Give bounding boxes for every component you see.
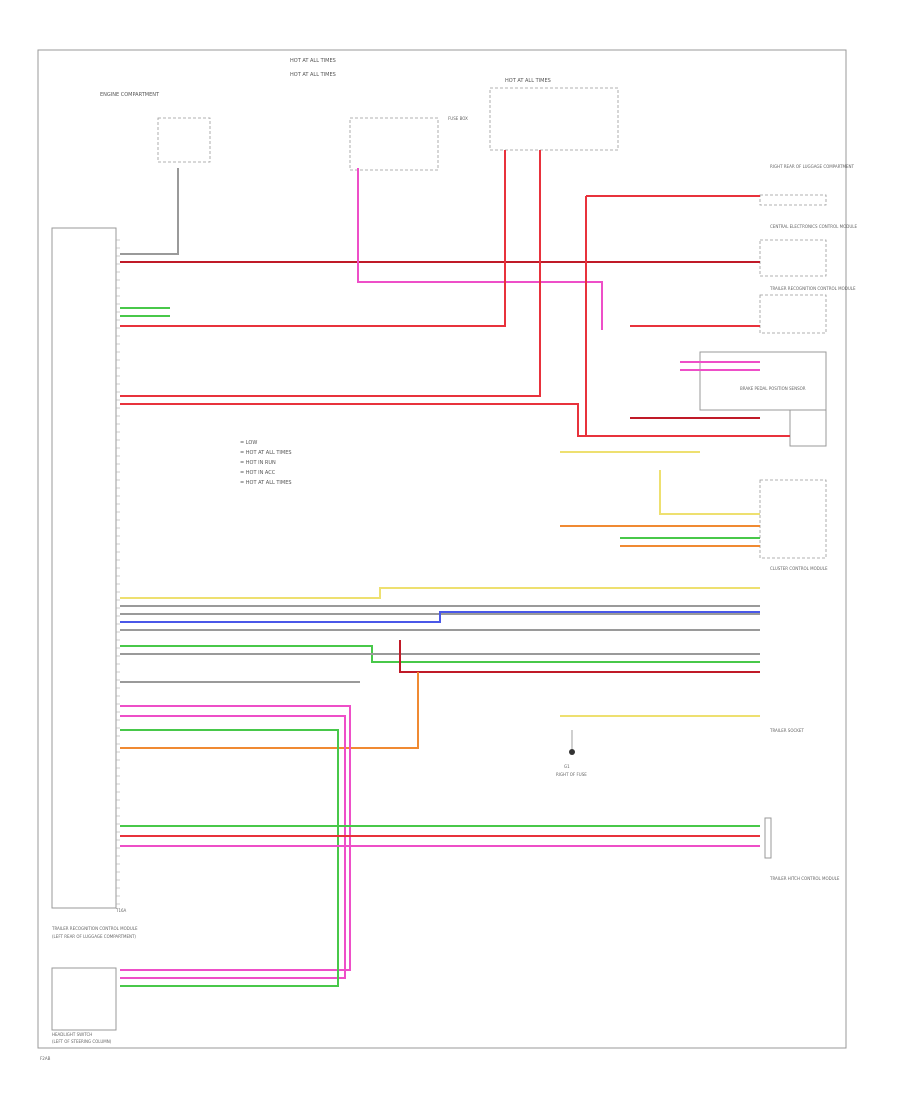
fuse-box-right (489, 87, 619, 151)
wire-orange-row (120, 672, 419, 749)
legend-item-4: = HOT AT ALL TIMES (240, 480, 292, 486)
fuse-box-label: FUSE BOX (448, 116, 468, 121)
legend-item-1: = HOT AT ALL TIMES (240, 450, 292, 456)
headlight-switch-box (51, 967, 117, 1031)
outer-frame (37, 49, 847, 1049)
right-comp-2: TRAILER RECOGNITION CONTROL MODULE (769, 286, 856, 291)
headlight-switch-sub: (LEFT OF STEERING COLUMN) (52, 1039, 112, 1044)
legend-item-3: = HOT IN ACC (240, 470, 276, 476)
ground-sub: RIGHT OF FUSE (556, 772, 587, 777)
legend-item-2: = HOT IN RUN (240, 460, 276, 466)
engine-comp-label: ENGINE COMPARTMENT (100, 92, 160, 98)
right-component-boxes: RIGHT REAR OF LUGGAGE COMPARTMENT CENTRA… (699, 164, 857, 881)
fuse-block-label-3: HOT AT ALL TIMES (505, 78, 551, 84)
top-fuse-area: ENGINE COMPARTMENT HOT AT ALL TIMES HOT … (100, 58, 619, 171)
right-comp-1: CENTRAL ELECTRONICS CONTROL MODULE (770, 224, 857, 229)
ground-dot (569, 749, 575, 755)
legend: = LOW = HOT AT ALL TIMES = HOT IN RUN = … (240, 440, 292, 486)
ground-label: G1 (564, 764, 570, 769)
fuse-box-middle (349, 117, 439, 171)
right-box-2 (759, 239, 827, 277)
left-module-pin: T16A (115, 908, 127, 913)
right-comp-6: TRAILER HITCH CONTROL MODULE (769, 876, 840, 881)
wire-grey-top (120, 168, 179, 255)
wire-red-3 (120, 403, 790, 437)
right-box-4 (699, 351, 827, 411)
left-control-module (51, 227, 117, 909)
wire-green-long (120, 729, 339, 987)
wire-darkred-row (399, 640, 760, 673)
legend-item-0: = LOW (240, 440, 257, 446)
left-module-title: TRAILER RECOGNITION CONTROL MODULE (51, 926, 138, 931)
ground-symbol: G1 RIGHT OF FUSE (556, 730, 587, 777)
left-module-sub: (LEFT REAR OF LUGGAGE COMPARTMENT) (52, 934, 136, 939)
wire-pink-long (120, 705, 351, 971)
right-box-5 (789, 409, 827, 447)
wire-red-2 (120, 150, 541, 397)
footer-code: F2AB (40, 1056, 51, 1061)
right-box-7 (764, 817, 772, 859)
fuse-block-label-2: HOT AT ALL TIMES (290, 72, 336, 78)
fuse-box-left (157, 117, 211, 163)
right-box-3 (759, 294, 827, 334)
right-comp-3: BRAKE PEDAL POSITION SENSOR (740, 386, 806, 391)
wire-yellow-2 (659, 470, 760, 515)
right-comp-0: RIGHT REAR OF LUGGAGE COMPARTMENT (770, 164, 855, 169)
headlight-switch-title: HEADLIGHT SWITCH (52, 1032, 92, 1037)
wire-yellow-row (120, 587, 760, 599)
wire-group (116, 150, 790, 987)
wire-red-up (120, 150, 506, 327)
wire-pink-top (357, 168, 603, 330)
fuse-block-label-1: HOT AT ALL TIMES (290, 58, 336, 64)
right-comp-5: TRAILER SOCKET (769, 728, 804, 733)
right-box-6 (759, 479, 827, 559)
wire-blue-row (120, 611, 760, 623)
right-comp-4: CLUSTER CONTROL MODULE (770, 566, 828, 571)
right-box-1 (759, 194, 827, 206)
